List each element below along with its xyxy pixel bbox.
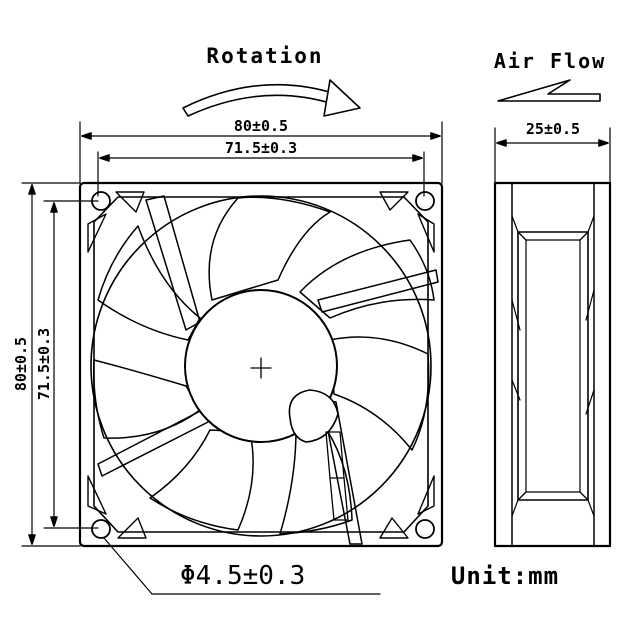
airflow-label: Air Flow xyxy=(494,49,606,73)
fan-front-view xyxy=(78,181,444,548)
dim-outer-height: 80±0.5 xyxy=(12,182,81,547)
frame-outline xyxy=(78,181,444,548)
rotation-arrow-icon xyxy=(182,79,361,117)
dim-hole-spacing-h: 71.5±0.3 xyxy=(97,139,425,197)
side-depth-label: 25±0.5 xyxy=(526,120,580,138)
mounting-hole-top-right xyxy=(415,191,435,211)
dim-hole-spacing-v: 71.5±0.3 xyxy=(35,200,99,529)
unit-label: Unit:mm xyxy=(451,562,559,590)
mounting-hole-bottom-left xyxy=(91,519,111,539)
venturi-ring xyxy=(90,195,432,537)
hole-diameter-callout: Φ4.5±0.3 xyxy=(103,537,381,595)
dim-side-depth: 25±0.5 xyxy=(494,120,611,184)
outer-height-label: 80±0.5 xyxy=(12,337,30,391)
outer-width-label: 80±0.5 xyxy=(234,117,288,135)
fan-side-view xyxy=(493,181,612,548)
dim-outer-width: 80±0.5 xyxy=(79,117,443,184)
hole-diameter-label: Φ4.5±0.3 xyxy=(180,561,305,591)
hole-spacing-v-label: 71.5±0.3 xyxy=(35,328,53,400)
rotation-label: Rotation xyxy=(206,44,323,68)
mounting-hole-top-left xyxy=(91,191,111,211)
hole-spacing-h-label: 71.5±0.3 xyxy=(225,139,297,157)
mounting-hole-bottom-right xyxy=(415,519,435,539)
airflow-arrow-icon xyxy=(497,79,601,102)
